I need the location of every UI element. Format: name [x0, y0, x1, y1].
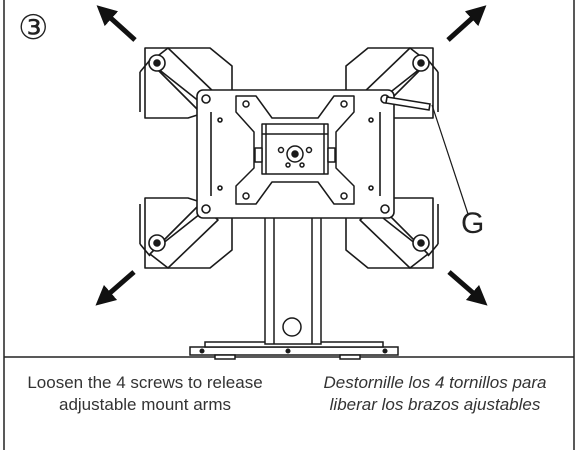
frame-border [3, 0, 575, 450]
arrow-up-left-icon [96, 5, 137, 42]
allen-key-tool [385, 96, 431, 111]
instruction-english: Loosen the 4 screws to release adjustabl… [27, 373, 263, 414]
arrow-up-right-icon [446, 5, 487, 42]
arrow-down-right-icon [447, 270, 488, 306]
step-number: ③ [18, 9, 49, 47]
callout-leader-line [431, 104, 469, 215]
instruction-spanish: Destornille los 4 tornillos para liberar… [323, 373, 547, 414]
vesa-bracket [235, 95, 355, 205]
callout-label-g: G [461, 207, 485, 240]
direction-arrows [95, 5, 488, 306]
arrow-down-left-icon [95, 270, 136, 306]
